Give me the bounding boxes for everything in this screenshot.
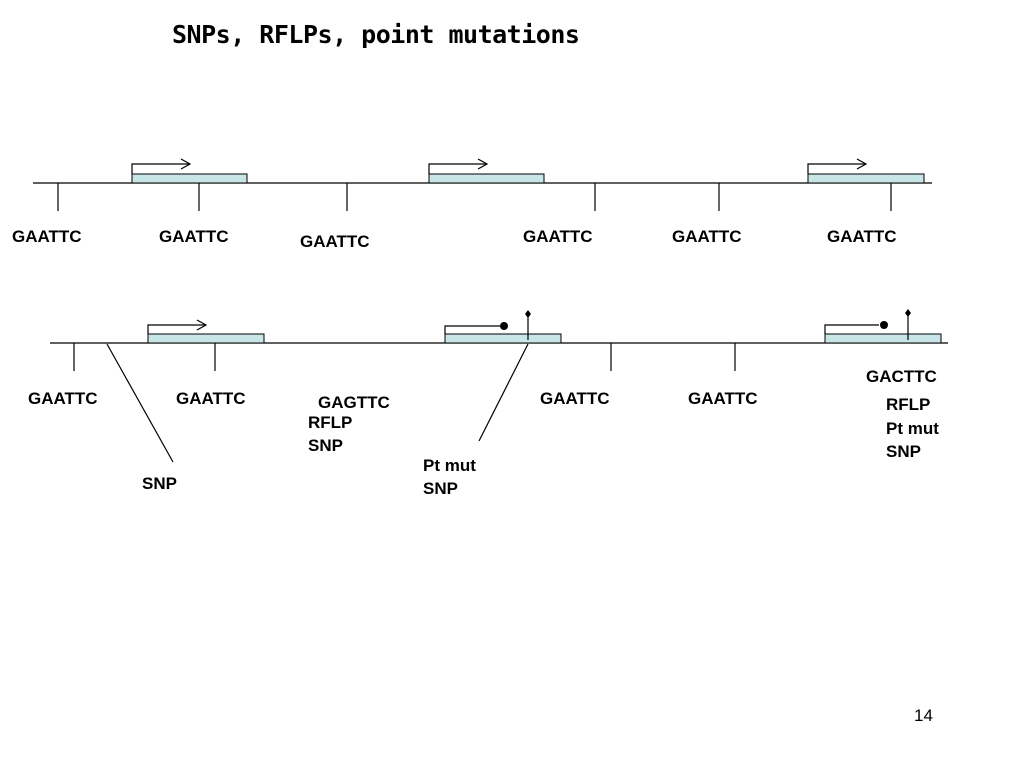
top-site-label-5: GAATTC xyxy=(672,227,742,246)
bottom-gene-1 xyxy=(147,333,265,344)
top-gene-2 xyxy=(428,173,545,184)
top-site-label-1: GAATTC xyxy=(12,227,82,246)
bottom-site-label-4: GAATTC xyxy=(540,389,610,408)
gagttc-rflp-label: RFLP xyxy=(308,413,353,432)
bottom-site-label-3: GAGTTC xyxy=(318,393,390,412)
slide-title: SNPs, RFLPs, point mutations xyxy=(172,20,580,49)
top-site-label-3: GAATTC xyxy=(300,232,370,251)
top-site-label-2: GAATTC xyxy=(159,227,229,246)
bottom-mutated-promoter-3 xyxy=(824,324,879,334)
middle-ptmut-label: Pt mut xyxy=(423,456,476,475)
bottom-promoter-3-dot xyxy=(880,321,888,329)
bottom-site-label-1: GAATTC xyxy=(28,389,98,408)
bottom-site-label-2: GAATTC xyxy=(176,389,246,408)
bottom-gene-2 xyxy=(444,333,562,344)
top-site-label-4: GAATTC xyxy=(523,227,593,246)
left-snp-pointer-line xyxy=(106,343,174,463)
bottom-gene-3 xyxy=(824,333,942,344)
bottom-site-label-6: GACTTC xyxy=(866,367,937,386)
top-promoter-arrow-1 xyxy=(131,158,192,174)
middle-snp-label: SNP xyxy=(423,479,458,498)
bottom-promoter-2-dot xyxy=(500,322,508,330)
right-snp-label: SNP xyxy=(886,442,921,461)
top-gene-3 xyxy=(807,173,925,184)
top-promoter-arrow-2 xyxy=(428,158,489,174)
right-ptmut-label: Pt mut xyxy=(886,419,939,438)
bottom-site-label-5: GAATTC xyxy=(688,389,758,408)
right-rflp-label: RFLP xyxy=(886,395,931,414)
left-snp-label: SNP xyxy=(142,474,177,493)
gagttc-snp-label: SNP xyxy=(308,436,343,455)
top-gene-1 xyxy=(131,173,248,184)
top-site-label-6: GAATTC xyxy=(827,227,897,246)
bottom-mutation-diamond-3 xyxy=(905,309,911,317)
bottom-promoter-arrow-1 xyxy=(147,319,208,334)
bottom-mutated-promoter-2 xyxy=(444,325,500,334)
bottom-mutation-diamond-2 xyxy=(525,310,531,318)
top-promoter-arrow-3 xyxy=(807,158,868,174)
middle-snp-pointer-line xyxy=(478,343,529,442)
page-number: 14 xyxy=(914,706,933,725)
